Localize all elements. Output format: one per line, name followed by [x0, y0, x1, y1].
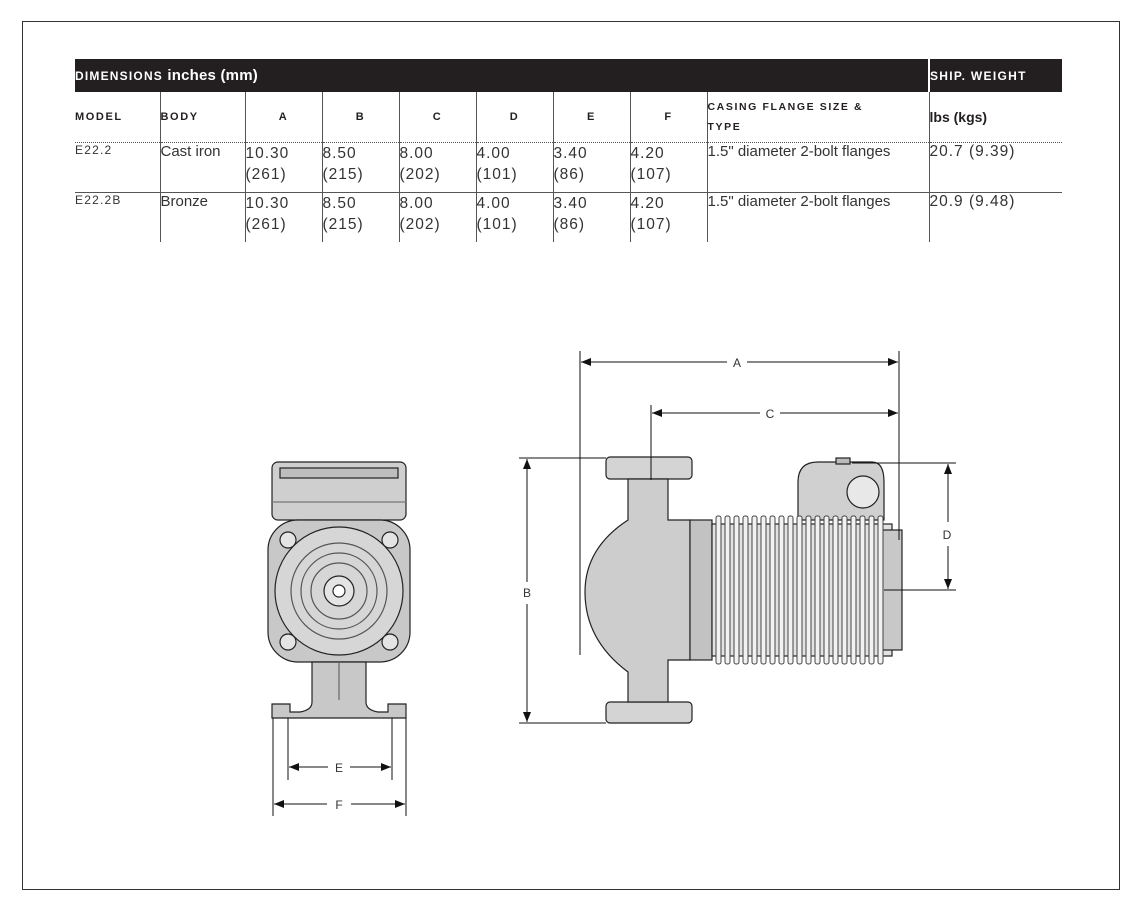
cell-b: 8.50(215)	[321, 192, 399, 242]
cell-flange: 1.5" diameter 2-bolt flanges	[706, 142, 929, 193]
dimensions-title: DIMENSIONS inches (mm)	[75, 59, 929, 92]
cell-model: E22.2	[75, 142, 160, 193]
cell-d: 4.00(101)	[475, 192, 553, 242]
cell-f: 4.20(107)	[629, 142, 707, 193]
col-e: E	[552, 92, 630, 143]
col-casing-flange: CASING FLANGE SIZE & TYPE	[706, 92, 929, 143]
cell-weight: 20.7 (9.39)	[928, 142, 1062, 193]
cell-d: 4.00(101)	[475, 142, 553, 193]
col-c: C	[398, 92, 476, 143]
column-header-row: MODEL BODY A B C D E F CASING FLANGE SIZ…	[75, 92, 1062, 143]
table-row: E22.2 Cast iron 10.30(261) 8.50(215) 8.0…	[75, 142, 1062, 193]
col-b: B	[321, 92, 399, 143]
dimensions-title-main: DIMENSIONS	[75, 69, 164, 83]
cell-model: E22.2B	[75, 193, 122, 207]
col-casing-line2: TYPE	[707, 121, 742, 133]
col-f: F	[629, 92, 707, 143]
cell-e: 3.40(86)	[552, 142, 630, 193]
col-body: BODY	[159, 92, 245, 143]
cell-c: 8.00(202)	[398, 142, 476, 193]
col-casing-line1: CASING FLANGE SIZE &	[707, 101, 864, 113]
dimensions-table: DIMENSIONS inches (mm) SHIP. WEIGHT MODE…	[75, 59, 1062, 242]
dimensions-title-units: inches (mm)	[163, 67, 258, 84]
cell-body: Bronze	[159, 192, 245, 242]
col-a: A	[244, 92, 322, 143]
cell-a: 10.30(261)	[244, 142, 322, 193]
ship-weight-title: SHIP. WEIGHT	[928, 59, 1062, 92]
cell-body: Cast iron	[159, 142, 245, 193]
cell-weight: 20.9 (9.48)	[928, 192, 1062, 242]
col-weight-units: lbs (kgs)	[928, 92, 1062, 143]
cell-c: 8.00(202)	[398, 192, 476, 242]
col-d: D	[475, 92, 553, 143]
cell-e: 3.40(86)	[552, 192, 630, 242]
col-model: MODEL	[75, 92, 160, 143]
cell-f: 4.20(107)	[629, 192, 707, 242]
cell-flange: 1.5" diameter 2-bolt flanges	[706, 192, 929, 242]
cell-b: 8.50(215)	[321, 142, 399, 193]
table-row: E22.2B Bronze 10.30(261) 8.50(215) 8.00(…	[75, 192, 1062, 242]
cell-a: 10.30(261)	[244, 192, 322, 242]
page-frame	[22, 21, 1120, 890]
table-title-bar: DIMENSIONS inches (mm) SHIP. WEIGHT	[75, 59, 1062, 92]
